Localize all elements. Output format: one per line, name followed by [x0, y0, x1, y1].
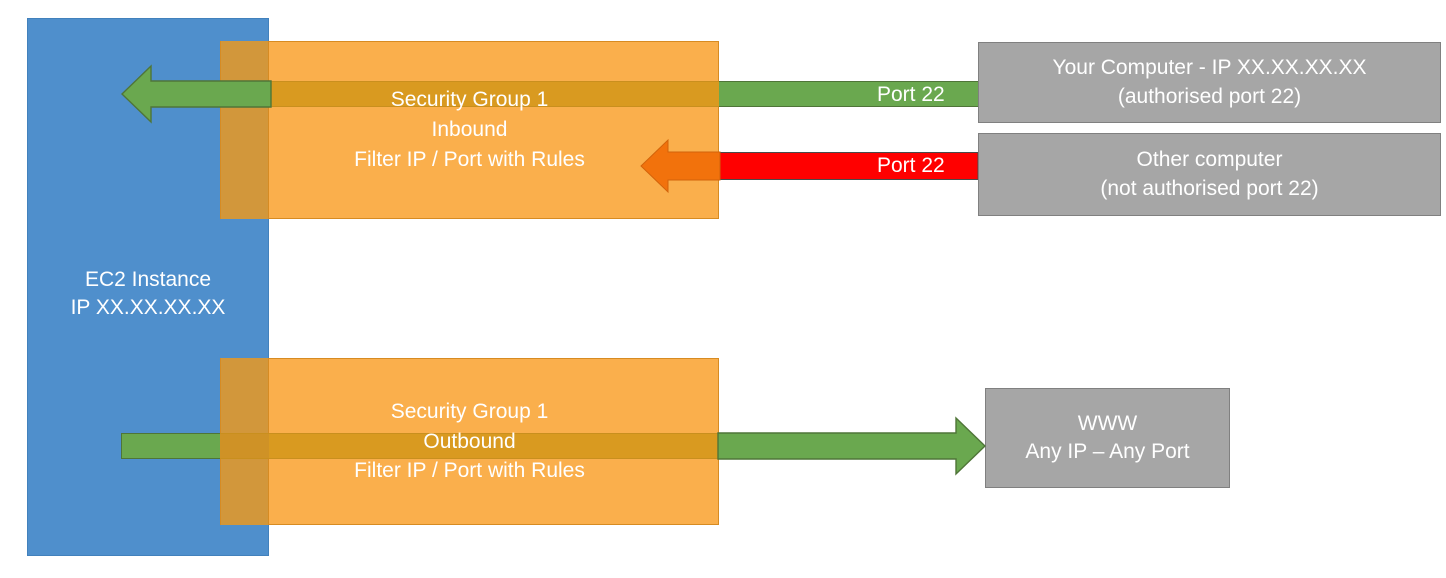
blocked-inbound-arrow-head	[640, 134, 721, 198]
overlap-shade-inbound	[220, 41, 269, 219]
allowed-outbound-arrow-head	[717, 414, 987, 478]
allowed-inbound-arrow-band	[220, 81, 719, 107]
security-group-outbound-line1: Security Group 1	[390, 399, 549, 423]
endpoint-www-box: WWW Any IP – Any Port	[985, 388, 1230, 488]
allowed-outbound-arrow-band-overlap	[220, 434, 269, 458]
security-group-inbound-box: Security Group 1 Inbound Filter IP / Por…	[220, 41, 719, 219]
allowed-outbound-arrow-tail	[121, 433, 221, 459]
allowed-inbound-arrow-head	[120, 62, 272, 126]
endpoint-your-computer-line2: (authorised port 22)	[1117, 84, 1302, 108]
allowed-outbound-arrow-band	[220, 433, 719, 459]
endpoint-www-line2: Any IP – Any Port	[1025, 440, 1190, 463]
security-group-outbound-line3: Filter IP / Port with Rules	[354, 459, 585, 483]
endpoint-other-computer-box: Other computer (not authorised port 22)	[978, 133, 1441, 216]
endpoint-other-computer-line1: Other computer	[1136, 148, 1283, 172]
blocked-inbound-arrow-shaft	[717, 152, 979, 180]
allowed-inbound-arrow-shaft	[717, 81, 981, 107]
endpoint-your-computer-box: Your Computer - IP XX.XX.XX.XX (authoris…	[978, 42, 1441, 123]
endpoint-your-computer-line1: Your Computer - IP XX.XX.XX.XX	[1052, 56, 1367, 80]
ec2-instance-label: EC2 Instance IP XX.XX.XX.XX	[70, 268, 226, 319]
endpoint-other-computer-line2: (not authorised port 22)	[1100, 176, 1319, 200]
endpoint-www-line1: WWW	[1077, 411, 1138, 435]
